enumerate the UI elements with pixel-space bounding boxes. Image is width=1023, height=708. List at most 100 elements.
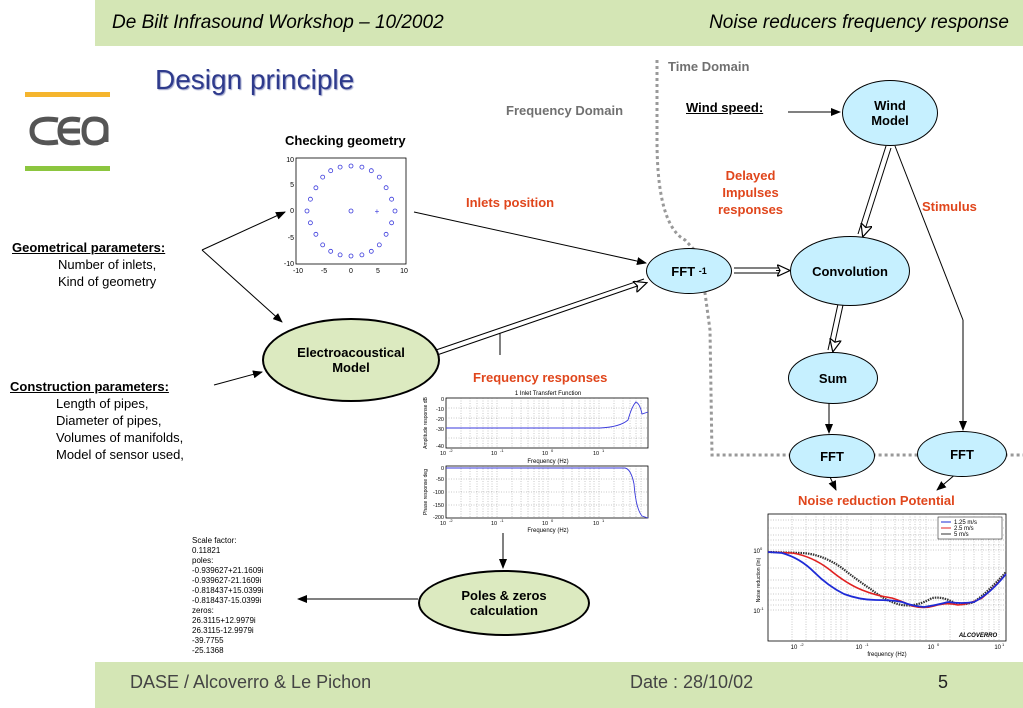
amp-ytick: -20 bbox=[436, 417, 444, 423]
inlet-point bbox=[376, 242, 382, 248]
noise-curve-1-25ms bbox=[767, 551, 1007, 608]
amp-xlabel: Frequency (Hz) bbox=[527, 459, 568, 465]
geo-ytick: -5 bbox=[288, 235, 294, 242]
phase-ytick: -50 bbox=[436, 477, 444, 483]
fft-left-node: FFT bbox=[789, 434, 875, 478]
time-domain-label: Time Domain bbox=[668, 59, 750, 74]
inlet-point bbox=[304, 208, 310, 214]
noise-xtick: 10 bbox=[791, 645, 798, 651]
convolution-node: Convolution bbox=[790, 236, 910, 306]
geo-ytick: 5 bbox=[290, 182, 294, 189]
phase-xexp: 1 bbox=[602, 518, 605, 523]
cea-logo bbox=[25, 92, 110, 171]
noise-yexp: -1 bbox=[760, 606, 764, 611]
inlet-point bbox=[368, 248, 374, 254]
phase-xtick: 10 bbox=[440, 521, 446, 527]
inlet-point bbox=[328, 248, 334, 254]
sensor-marker: + bbox=[375, 207, 380, 216]
delayed-impulses-label: Delayed Impulses responses bbox=[718, 168, 784, 217]
amp-xtick: 10 bbox=[491, 451, 497, 457]
stimulus-label: Stimulus bbox=[922, 199, 977, 214]
noise-xexp: 0 bbox=[937, 642, 940, 647]
noise-ytick: 10 bbox=[753, 549, 760, 555]
inlet-point bbox=[359, 252, 365, 258]
amp-ytick: -10 bbox=[436, 407, 444, 413]
phase-response-plot: 0 -50 -100 -150 -200 10 -2 10 -1 10 0 10… bbox=[423, 465, 649, 534]
geo-xtick: -5 bbox=[321, 268, 327, 275]
geo-xtick: 10 bbox=[400, 268, 408, 275]
amplitude-response-plot: 1 Inlet Transfert Function 0 -10 -20 -30… bbox=[423, 391, 649, 465]
inlet-point bbox=[368, 168, 374, 174]
frequency-domain-label: Frequency Domain bbox=[506, 103, 624, 118]
phase-xexp: -1 bbox=[500, 518, 504, 523]
footer-bar bbox=[95, 662, 1023, 708]
amp-ylabel: Amplitude response dB bbox=[423, 396, 429, 448]
inlet-point bbox=[376, 174, 382, 180]
phase-ytick: -200 bbox=[433, 515, 444, 521]
noise-reduction-plot: 1.25 m/s 2.5 m/s 5 m/s ALCOVERRO 10 0 10… bbox=[753, 513, 1007, 658]
noise-ytick: 10 bbox=[753, 609, 760, 615]
phase-xlabel: Frequency (Hz) bbox=[527, 528, 568, 534]
page-title: Design principle bbox=[155, 64, 355, 95]
phase-xexp: -2 bbox=[449, 518, 453, 523]
phase-ylabel: Phase response deg bbox=[423, 469, 429, 515]
phase-ytick: -150 bbox=[433, 503, 444, 509]
amp-xexp: 1 bbox=[602, 448, 605, 453]
inlet-point bbox=[348, 163, 354, 169]
inlet-point bbox=[337, 252, 343, 258]
noise-xtick: 10 bbox=[994, 645, 1001, 651]
noise-xexp: -2 bbox=[800, 642, 804, 647]
inlet-point bbox=[389, 196, 394, 202]
inlet-point bbox=[320, 174, 326, 180]
geometry-plot: + 10 5 0 -5 -10 -10 -5 0 5 10 bbox=[284, 157, 408, 275]
geometry-points: + bbox=[304, 163, 398, 259]
noise-xlabel: frequency (Hz) bbox=[867, 652, 906, 658]
construction-parameters: Construction parameters: Length of pipes… bbox=[10, 379, 184, 462]
geo-xtick: -10 bbox=[293, 268, 303, 275]
noise-xtick: 10 bbox=[928, 645, 935, 651]
inlet-point bbox=[307, 220, 313, 226]
legend-1-25: 1.25 m/s bbox=[954, 520, 977, 526]
sum-node: Sum bbox=[788, 352, 878, 404]
wind-speed-label: Wind speed: bbox=[686, 100, 764, 115]
noise-ylabel: Noise reduction (lin) bbox=[756, 557, 762, 602]
header-right: Noise reducers frequency response bbox=[709, 12, 1009, 33]
phase-ytick: -100 bbox=[433, 490, 444, 496]
footer-authors: DASE / Alcoverro & Le Pichon bbox=[130, 672, 372, 692]
header-left: De Bilt Infrasound Workshop – 10/2002 bbox=[112, 12, 444, 33]
amp-xtick: 10 bbox=[593, 451, 599, 457]
noise-xexp: -1 bbox=[865, 642, 869, 647]
noise-reduction-label: Noise reduction Potential bbox=[798, 493, 955, 508]
phase-curve bbox=[446, 467, 649, 519]
fft-right-node: FFT bbox=[917, 431, 1007, 477]
phase-xtick: 10 bbox=[542, 521, 548, 527]
geo-ytick: 10 bbox=[286, 157, 294, 164]
phase-xexp: 0 bbox=[551, 518, 554, 523]
inlet-point bbox=[348, 253, 354, 259]
inlet-point bbox=[383, 231, 389, 237]
amp-xexp: -1 bbox=[500, 448, 504, 453]
amp-xtick: 10 bbox=[542, 451, 548, 457]
inlet-point bbox=[307, 196, 313, 202]
inlet-point bbox=[389, 220, 394, 226]
geo-xtick: 0 bbox=[349, 268, 353, 275]
fft-inverse-node: FFT -1 bbox=[646, 248, 732, 294]
amp-ytick: 0 bbox=[441, 397, 444, 403]
inlet-point bbox=[383, 185, 389, 191]
amp-ytick: -30 bbox=[436, 427, 444, 433]
header-bar bbox=[95, 0, 1023, 46]
phase-xtick: 10 bbox=[491, 521, 497, 527]
noise-yexp: 0 bbox=[760, 546, 763, 551]
inlet-point bbox=[328, 168, 334, 174]
amp-xtick: 10 bbox=[440, 451, 446, 457]
geo-ytick: 0 bbox=[290, 208, 294, 215]
footer-date: Date : 28/10/02 bbox=[630, 672, 754, 692]
noise-watermark: ALCOVERRO bbox=[958, 633, 998, 639]
amp-curve bbox=[446, 401, 649, 429]
inlets-position-label: Inlets position bbox=[466, 195, 555, 210]
amp-xexp: 0 bbox=[551, 448, 554, 453]
